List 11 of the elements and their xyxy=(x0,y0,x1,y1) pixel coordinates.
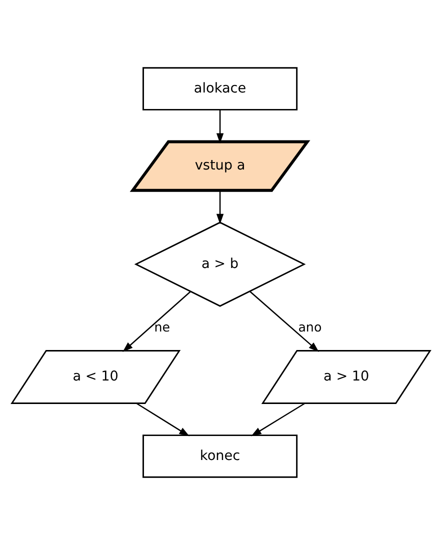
arrow xyxy=(251,402,306,436)
node-box: alokace xyxy=(142,67,298,110)
arrow xyxy=(122,291,191,352)
arrow xyxy=(216,110,224,144)
arrow xyxy=(136,402,190,436)
node-diamond: a > b xyxy=(134,222,306,307)
edge-label: ano xyxy=(298,320,322,335)
arrow xyxy=(216,190,224,224)
arrow xyxy=(250,291,319,352)
edge-label: ne xyxy=(154,320,170,335)
node-box: konec xyxy=(142,434,298,478)
